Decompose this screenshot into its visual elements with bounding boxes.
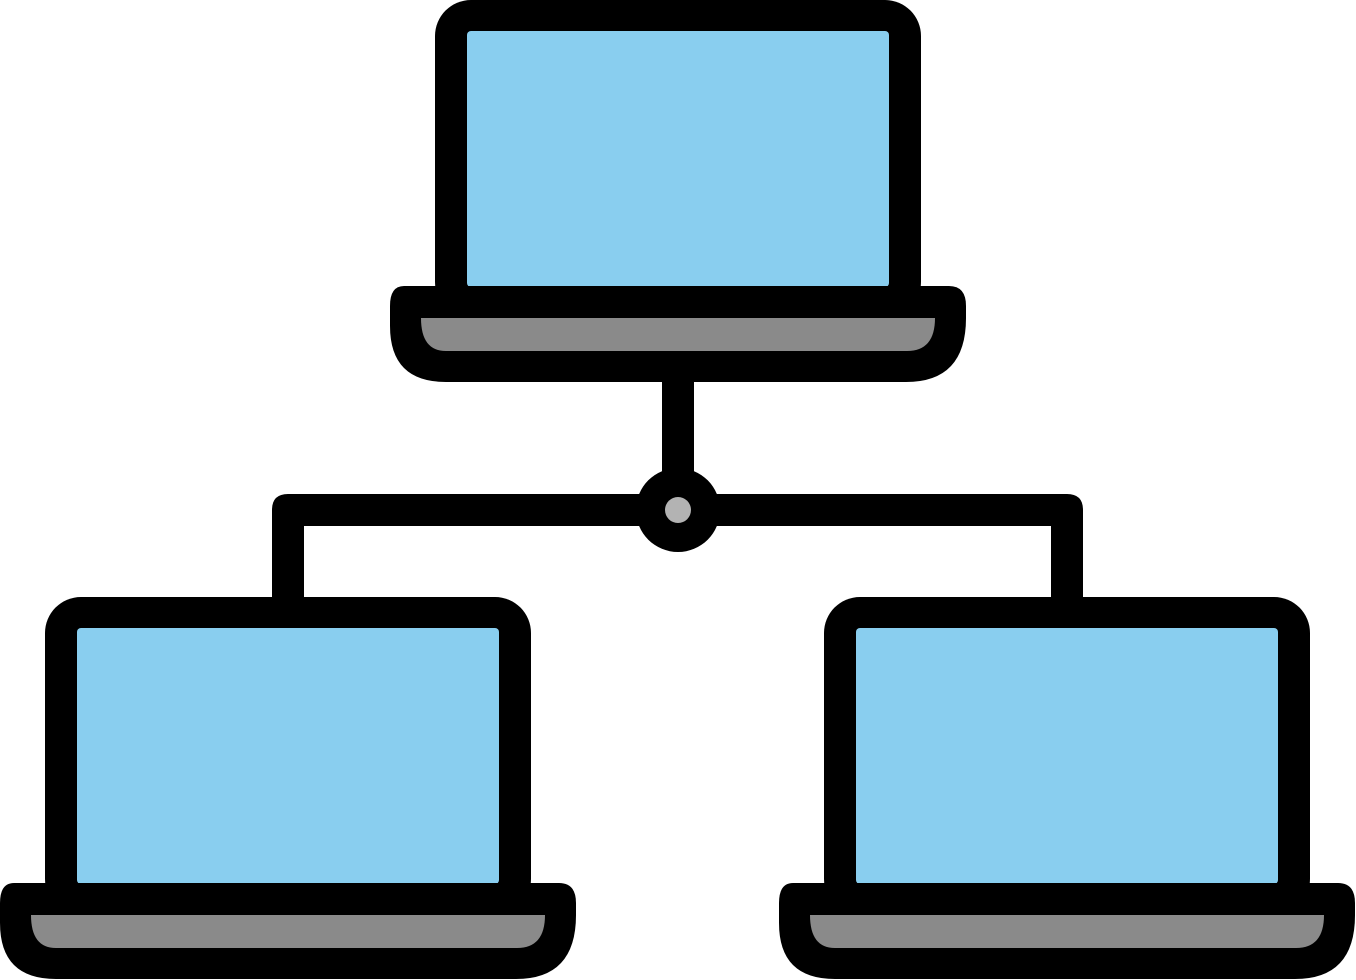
laptop-base xyxy=(421,318,935,351)
laptop-base xyxy=(810,915,1324,948)
laptop-screen xyxy=(856,628,1278,884)
connector-horizontal xyxy=(272,494,1083,608)
laptop-screen xyxy=(467,31,889,287)
laptop-bottom-left xyxy=(0,597,576,979)
laptop-bottom-right xyxy=(779,597,1355,979)
network-hub-node xyxy=(636,468,720,552)
laptop-base xyxy=(31,915,545,948)
laptop-top xyxy=(390,0,966,382)
laptop-screen xyxy=(77,628,499,884)
